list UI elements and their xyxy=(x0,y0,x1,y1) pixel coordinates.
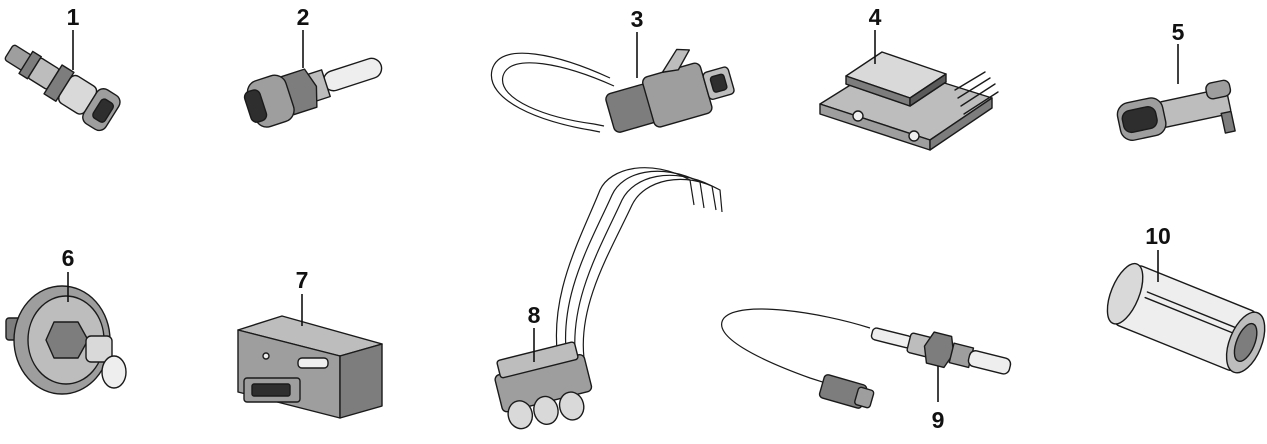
callout-2: 2 xyxy=(297,4,310,30)
part-10-socket xyxy=(1106,262,1266,374)
part-5-sensor xyxy=(1116,79,1236,141)
part-1-sensor xyxy=(4,44,121,132)
callout-8: 8 xyxy=(528,302,541,328)
callout-7: 7 xyxy=(296,267,309,293)
part-3-pigtail xyxy=(490,48,735,133)
part-6-knock-sensor xyxy=(5,285,127,395)
callout-5: 5 xyxy=(1172,19,1185,45)
part-2-sensor xyxy=(243,57,383,128)
callout-1: 1 xyxy=(67,4,80,30)
part-8-harness xyxy=(494,167,723,430)
callout-4: 4 xyxy=(869,4,882,30)
callout-3: 3 xyxy=(631,6,644,32)
part-4-module xyxy=(819,51,999,151)
part-7-map-sensor xyxy=(237,315,383,419)
callout-6: 6 xyxy=(62,245,75,271)
callout-9: 9 xyxy=(932,407,945,433)
callout-10: 10 xyxy=(1145,223,1171,249)
part-9-o2-sensor xyxy=(721,308,1012,409)
